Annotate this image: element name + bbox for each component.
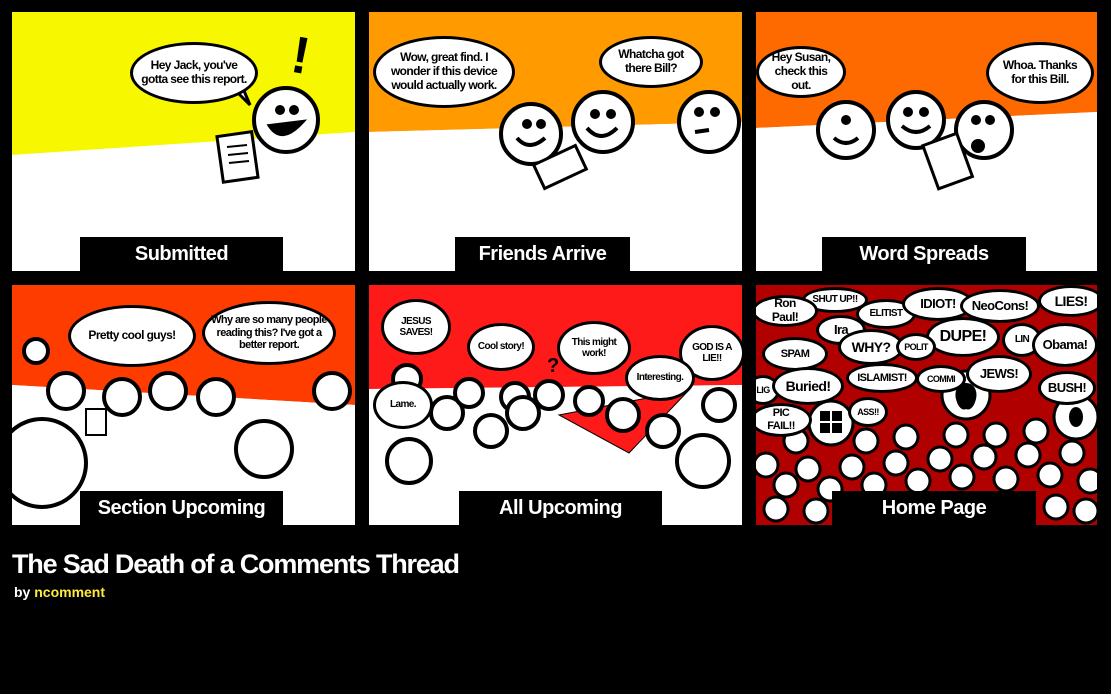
character-bill	[499, 102, 563, 166]
speech-bubble: SPAM	[762, 337, 828, 371]
speech-bubble: JESUS SAVES!	[381, 299, 451, 355]
speech-bubble: Pretty cool guys!	[68, 305, 196, 367]
panel-section-upcoming: Pretty cool guys! Why are so many people…	[12, 285, 355, 525]
speech-bubble: Whoa. Thanks for this Bill.	[986, 42, 1094, 104]
speech-bubble: Why are so many people reading this? I'v…	[202, 301, 336, 365]
byline: by ncomment	[14, 584, 105, 600]
apple-logo-icon	[955, 383, 977, 410]
panel-caption: All Upcoming	[459, 491, 662, 525]
speech-bubble: JEWS!	[966, 355, 1032, 393]
character-friend-2	[677, 90, 741, 154]
report-icon	[215, 130, 260, 184]
byline-prefix: by	[14, 584, 35, 600]
panel-caption: Word Spreads	[822, 237, 1026, 271]
panel-friends-arrive: Wow, great find. I wonder if this device…	[369, 12, 742, 271]
panel-caption: Submitted	[80, 237, 283, 271]
report-icon	[531, 143, 589, 191]
panel-background	[369, 285, 742, 525]
speech-bubble: BUSH!	[1038, 371, 1096, 405]
speech-bubble: Wow, great find. I wonder if this device…	[373, 36, 515, 108]
author-link[interactable]: ncomment	[34, 584, 106, 600]
speech-bubble: Obama!	[1032, 323, 1097, 367]
crowd-characters	[385, 363, 737, 489]
report-icon	[920, 131, 975, 191]
speech-bubble: Whatcha got there Bill?	[599, 36, 703, 88]
panel-background	[756, 369, 1097, 525]
speech-bubble: WHY?	[838, 329, 904, 365]
comic-title: The Sad Death of a Comments Thread	[12, 549, 460, 579]
speech-bubble: Lame.	[373, 381, 433, 429]
panel-word-spreads: Hey Susan, check this out. Whoa. Thanks …	[756, 12, 1097, 271]
speech-bubble: POLIT	[896, 333, 936, 361]
panel-caption: Section Upcoming	[80, 491, 283, 525]
speech-bubble: PIC FAIL!!	[756, 403, 812, 437]
panel-background	[12, 12, 355, 271]
speech-bubble: Cool story!	[467, 323, 535, 371]
panel-caption: Home Page	[832, 491, 1036, 525]
speech-bubble: DUPE!	[926, 317, 1000, 357]
crowd-characters	[12, 337, 352, 509]
question-mark: ?	[547, 355, 560, 377]
speech-bubble: IDIOT!	[902, 287, 974, 321]
speech-bubble: COMMI	[916, 365, 966, 393]
speech-bubble: Hey Susan, check this out.	[756, 46, 846, 98]
speech-bubble: ISLAMIST!	[846, 363, 918, 393]
speech-bubble: Buried!	[772, 367, 844, 405]
character-friend-1	[886, 90, 946, 150]
speech-bubble: Hey Jack, you've gotta see this report.	[130, 42, 258, 104]
speech-bubble: Interesting.	[625, 355, 695, 401]
panel-submitted: Hey Jack, you've gotta see this report. …	[12, 12, 355, 271]
character-bill	[954, 100, 1014, 160]
speech-bubble: This might work!	[557, 321, 631, 375]
report-icon	[85, 408, 107, 436]
speech-bubble: Ron Paul!	[756, 295, 818, 327]
windows-logo-icon	[820, 411, 842, 433]
panel-caption: Friends Arrive	[455, 237, 630, 271]
panel-all-upcoming: JESUS SAVES! Cool story! This might work…	[369, 285, 742, 525]
speech-bubble: ASS!!	[848, 397, 888, 427]
panel-home-page: SHUT UP!! Ron Paul! ELITIST IDIOT! NeoCo…	[756, 285, 1097, 525]
speech-bubble: LIES!	[1038, 285, 1097, 317]
character-friend-1	[571, 90, 635, 154]
linux-penguin-icon	[1069, 407, 1083, 427]
character-jack	[252, 86, 320, 154]
character-susan	[816, 100, 876, 160]
